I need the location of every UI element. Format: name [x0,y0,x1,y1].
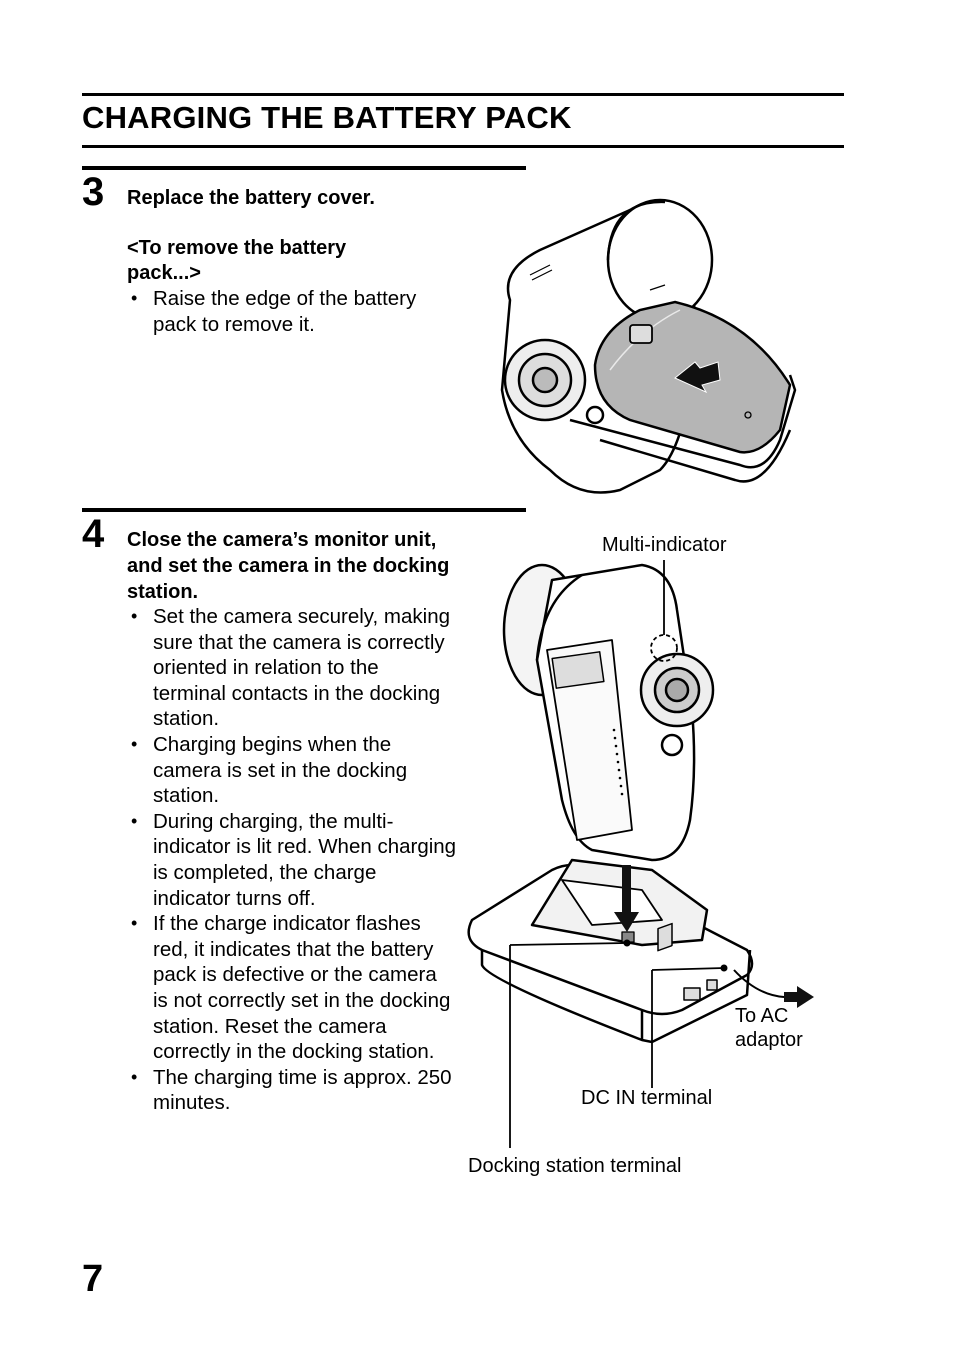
step4-bullets: Set the camera securely, making sure tha… [127,604,457,1116]
dc-in-terminal-label: DC IN terminal [581,1087,713,1109]
page-title: CHARGING THE BATTERY PACK [82,100,572,135]
step3-number: 3 [82,170,105,214]
list-item: If the charge indicator flashes red, it … [127,911,457,1065]
ac-adaptor-label: To AC adaptor [735,1005,803,1051]
step4-rule [82,508,526,512]
step3-body: <To remove the battery pack...> Raise th… [127,236,457,337]
step3-subheading: <To remove the battery pack...> [127,237,347,284]
step3-bullets: Raise the edge of the battery pack to re… [127,286,457,337]
battery-cover-illustration [500,198,797,494]
title-underline [82,145,844,148]
multi-indicator-label: Multi-indicator [602,534,727,556]
step3-heading: Replace the battery cover. [127,187,375,209]
list-item: The charging time is approx. 250 minutes… [127,1065,457,1116]
list-item: Raise the edge of the battery pack to re… [127,286,457,337]
list-item: During charging, the multi-indicator is … [127,809,457,911]
list-item: Charging begins when the camera is set i… [127,732,457,809]
docking-station-illustration [467,560,814,1148]
list-item: Set the camera securely, making sure tha… [127,604,457,732]
step4-body: Set the camera securely, making sure tha… [127,604,457,1116]
step4-number: 4 [82,512,105,556]
top-rule [82,93,844,96]
page-number: 7 [82,1258,104,1300]
step3-rule [82,166,526,170]
step4-heading: Close the camera’s monitor unit, and set… [127,529,450,603]
docking-station-terminal-label: Docking station terminal [468,1155,682,1177]
